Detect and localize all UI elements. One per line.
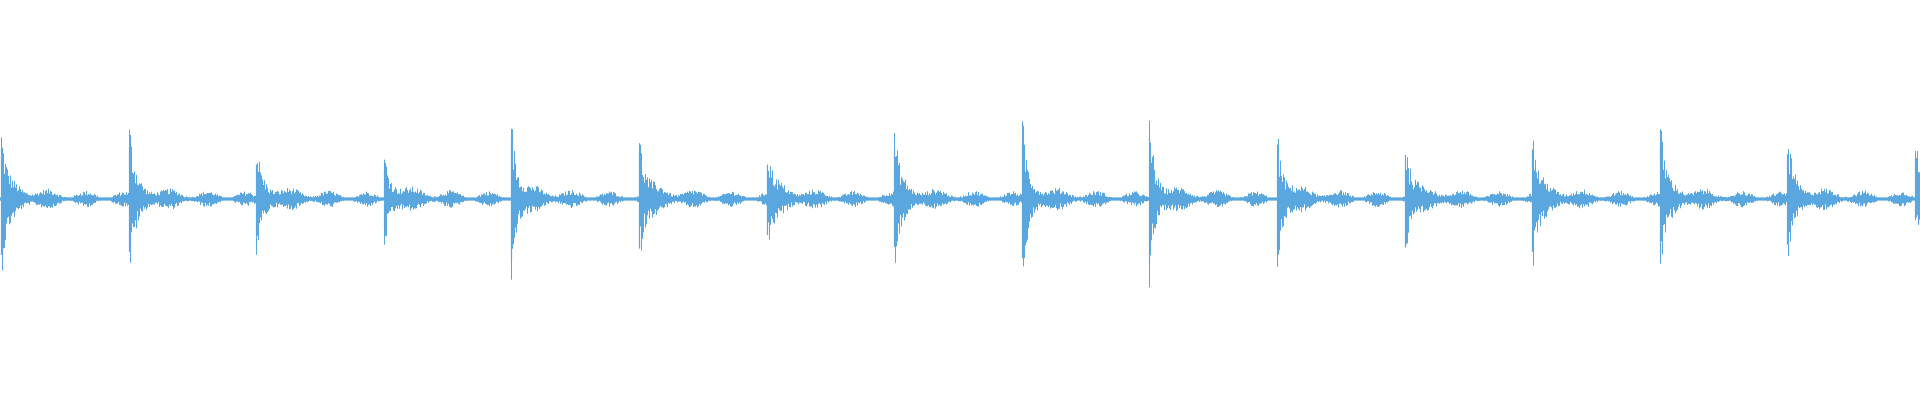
waveform-trace (0, 120, 1920, 288)
waveform-amplitude (0, 120, 1920, 288)
